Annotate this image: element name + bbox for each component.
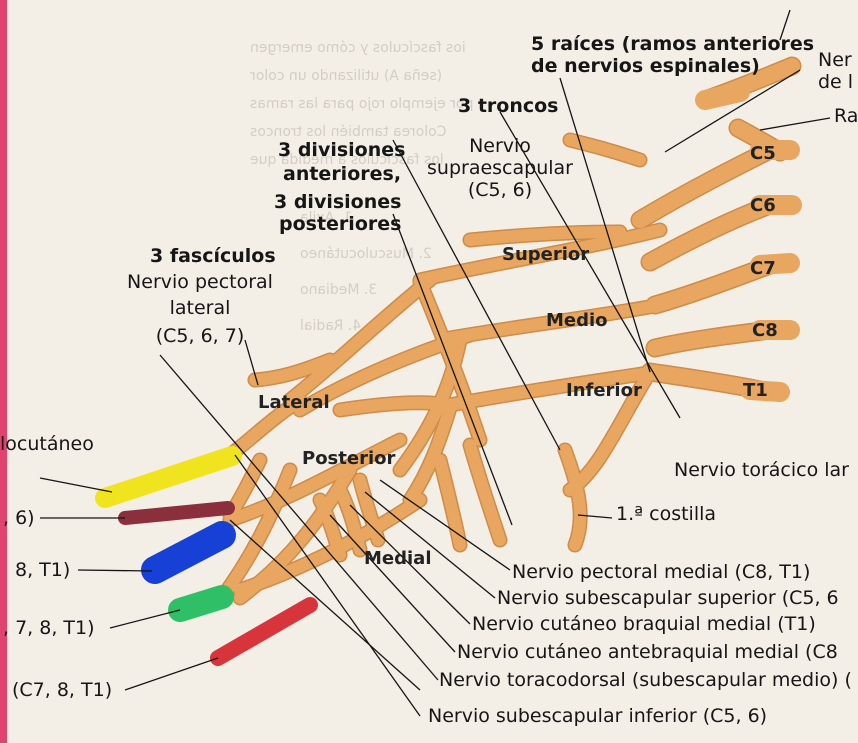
- inline-label-c8: C8: [752, 320, 778, 341]
- inline-label-c6: C6: [750, 195, 776, 216]
- label-toracico-largo: Nervio torácico lar: [674, 460, 849, 481]
- inline-label-inferior: Inferior: [566, 380, 642, 401]
- label-cubital: (C7, 8, T1): [12, 680, 112, 701]
- inline-label-medial: Medial: [364, 548, 432, 569]
- label-raices-line2: de nervios espinales): [531, 56, 760, 77]
- nerve-axillary-maroon: [125, 508, 228, 518]
- label-troncos: 3 troncos: [458, 96, 559, 117]
- inline-label-c5: C5: [750, 143, 776, 164]
- label-ra-cut: Ra: [834, 106, 858, 127]
- label-radial: 8, T1): [15, 560, 70, 581]
- label-musculocutaneo: locutáneo: [0, 434, 94, 455]
- inline-label-medio: Medio: [546, 310, 608, 331]
- label-axilar: , 6): [3, 508, 35, 529]
- inline-label-lateral: Lateral: [258, 392, 330, 413]
- label-raices-line1: 5 raíces (ramos anteriores: [531, 34, 814, 55]
- label-mediano: , 7, 8, T1): [3, 618, 95, 639]
- label-supraescapular-2: supraescapular: [420, 158, 580, 179]
- label-ner-cut-line2: de l: [818, 72, 853, 93]
- label-supraescapular-1: Nervio: [420, 136, 580, 157]
- label-subescapular-superior: Nervio subescapular superior (C5, 6: [497, 588, 839, 609]
- inline-label-c7: C7: [750, 258, 776, 279]
- label-costilla: 1.ª costilla: [616, 504, 716, 525]
- label-div-ant-1: 3 divisiones: [278, 140, 405, 161]
- root-stub-0: [705, 92, 740, 100]
- nerve-median-green: [180, 597, 222, 610]
- inline-label-t1: T1: [743, 380, 768, 401]
- branch-small-1: [470, 445, 500, 540]
- inline-label-posterior: Posterior: [302, 448, 395, 469]
- nerve-ulnar-red: [218, 605, 310, 658]
- label-toracodorsal: Nervio toracodorsal (subescapular medio)…: [439, 670, 852, 691]
- label-div-ant-2: anteriores,: [283, 164, 401, 185]
- label-pectoral-medial: Nervio pectoral medial (C8, T1): [512, 562, 810, 583]
- leader-lines: [40, 10, 830, 716]
- inline-label-superior: Superior: [502, 244, 589, 265]
- label-pectoral-lat-2: lateral: [120, 298, 280, 319]
- label-div-post-1: 3 divisiones: [274, 192, 401, 213]
- label-cutaneo-braquial-medial: Nervio cutáneo braquial medial (T1): [472, 614, 816, 635]
- label-div-post-2: posteriores: [279, 214, 401, 235]
- label-subescapular-inferior: Nervio subescapular inferior (C5, 6): [428, 706, 767, 727]
- nerve-radial-blue: [155, 535, 222, 570]
- label-pectoral-lat-1: Nervio pectoral: [120, 272, 280, 293]
- label-ner-cut-line1: Ner: [818, 50, 852, 71]
- label-cutaneo-antebraquial-medial: Nervio cutáneo antebraquial medial (C8: [457, 642, 838, 663]
- label-supraescapular-3: (C5, 6): [420, 180, 580, 201]
- label-fasciculos: 3 fascículos: [150, 246, 276, 267]
- nerve-musculocutaneous-yellow: [105, 456, 232, 498]
- label-pectoral-lat-3: (C5, 6, 7): [120, 326, 280, 347]
